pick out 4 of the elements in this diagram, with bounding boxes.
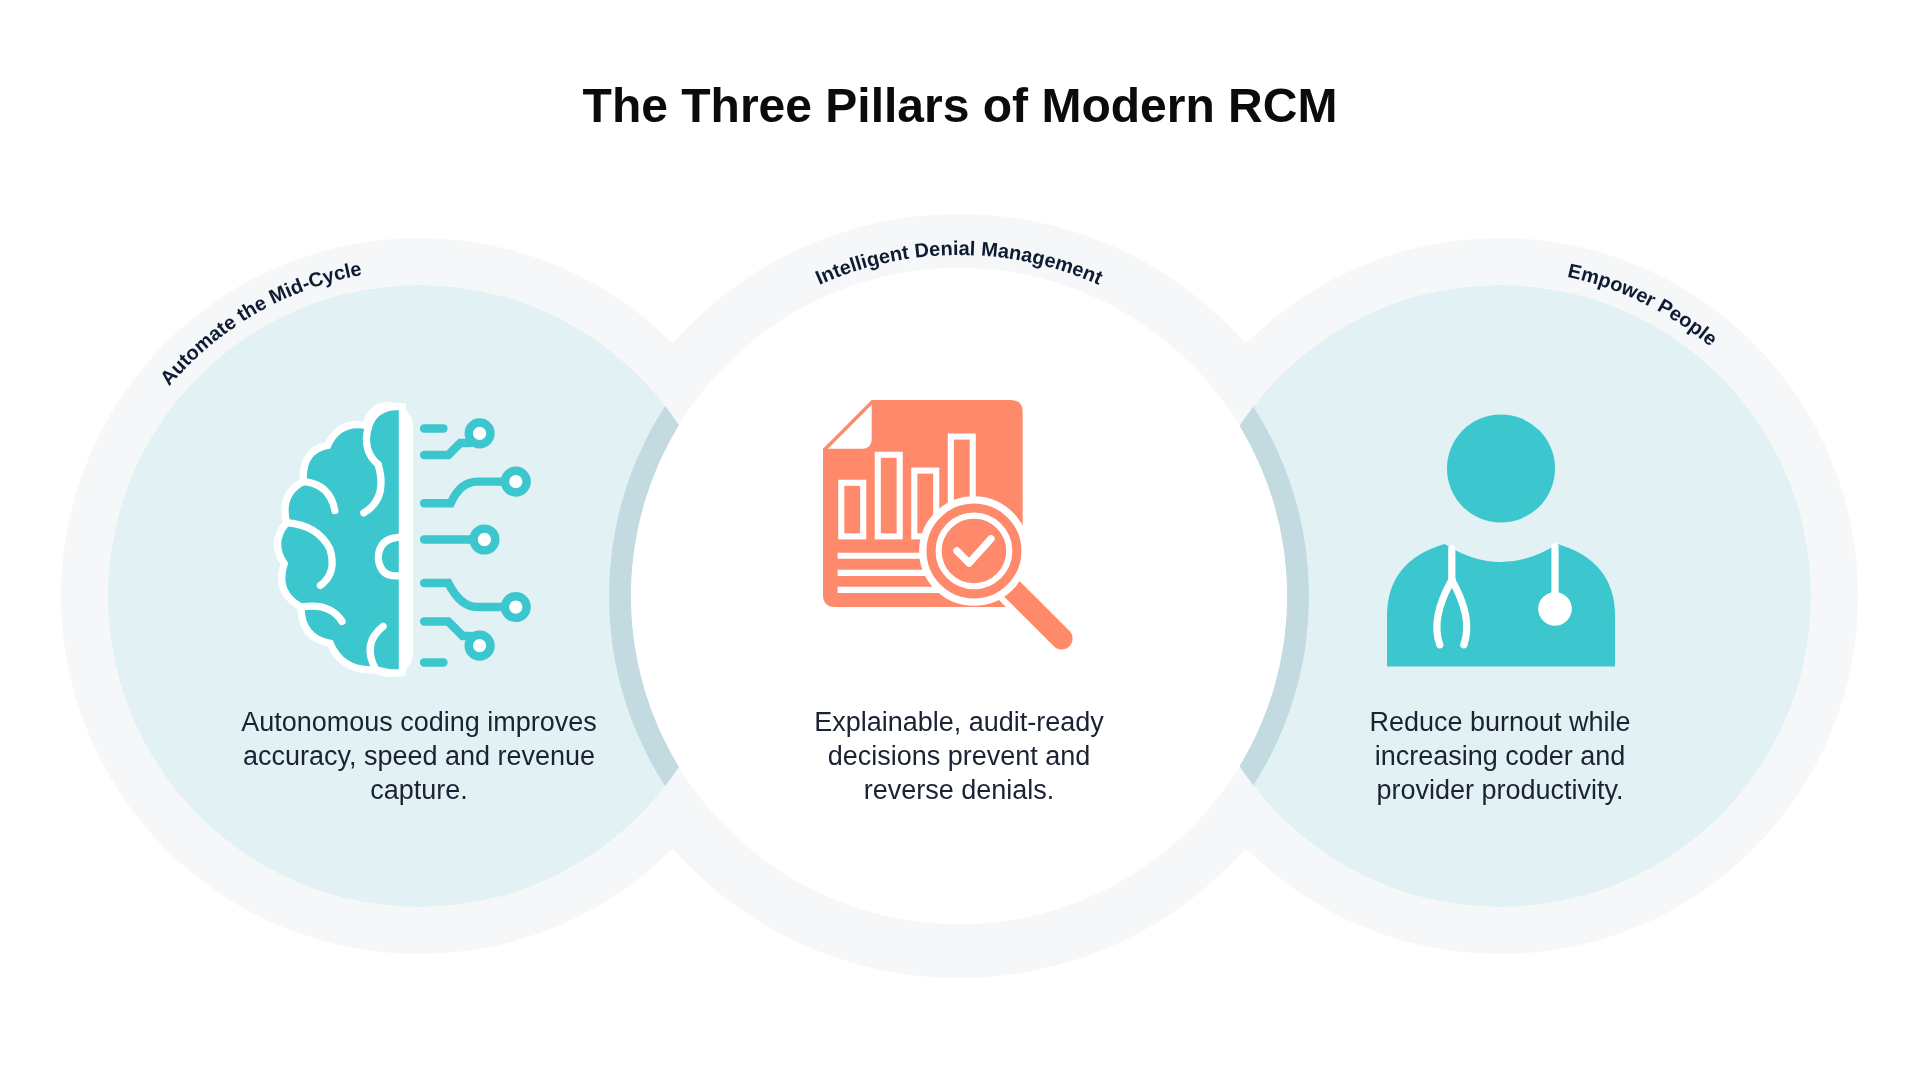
- title: The Three Pillars of Modern RCM: [581, 78, 1339, 134]
- pillar-description: Explainable, audit-ready decisions prevent and reverse denials.: [813, 706, 1105, 807]
- pillar-description: Reduce burnout while increasing coder and provider productivity.: [1368, 706, 1632, 807]
- pillar-description: Autonomous coding improves accuracy, speed and revenue capture.: [240, 706, 598, 807]
